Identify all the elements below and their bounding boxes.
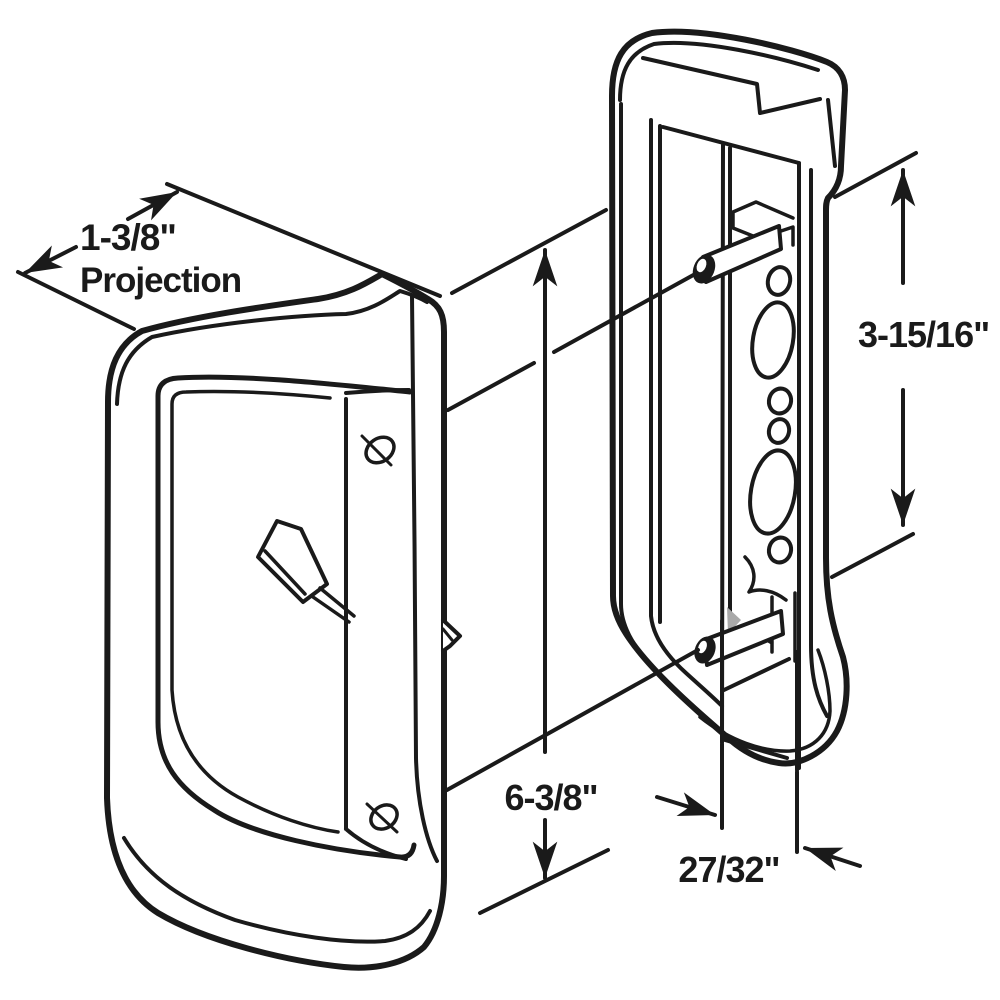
screw-bottom (365, 802, 399, 834)
plate-hole-small-3 (766, 417, 792, 445)
handle-bottom-band-line (122, 836, 432, 944)
handle-mount-strip-lines (344, 388, 411, 861)
handle-face-crease-line (410, 294, 439, 863)
projection-value-label: 1-3/8" (80, 217, 176, 258)
base-depth-arrow-right (803, 846, 862, 872)
latch-tab-outline (441, 618, 462, 653)
pin-spacing-label: 3-15/16" (858, 314, 989, 355)
lock-lever-stem (311, 586, 356, 624)
handle-recess-inner-lines (170, 389, 340, 834)
pin-spacing-extension-lines (830, 151, 918, 579)
plate-holes (748, 265, 798, 565)
top-pin (692, 200, 795, 284)
handle-height-label: 6-3/8" (504, 777, 597, 818)
projection-arrow-upper (126, 190, 179, 221)
projection-caption-label: Projection (80, 261, 241, 300)
base-depth-extension-ticks (720, 742, 799, 854)
plate-hole-small-1 (765, 265, 793, 297)
interior-handle (104, 271, 462, 971)
plate-wall-lines (619, 102, 726, 735)
plate-base-box-lines (720, 619, 799, 772)
latch-tab (441, 618, 462, 653)
screw-top (360, 434, 396, 467)
plate-hole-large-1 (750, 300, 796, 380)
projection-extension-lines (16, 182, 442, 331)
handle-height-extension-lines (450, 208, 610, 915)
dimension-base-depth: 27/32" (655, 742, 862, 890)
dimension-projection: 1-3/8" Projection (16, 182, 442, 331)
plate-cap-inner-lines (618, 40, 837, 168)
plate-hole-large-2 (748, 448, 798, 536)
pin-alignment-lines (445, 271, 700, 792)
dimension-pin-spacing: 3-15/16" (830, 151, 990, 579)
lock-lever-flag (256, 519, 329, 604)
latch-tab-inner-line (441, 627, 454, 642)
exterior-plate (609, 28, 850, 772)
lock-lever-fold-line (263, 549, 307, 596)
lock-lever (256, 519, 356, 624)
plate-hole-small-4 (766, 535, 794, 565)
plate-foot-inner-curve (698, 648, 832, 753)
shadow-patch (727, 607, 741, 634)
screw-top-slot (360, 434, 393, 467)
handle-top-band-line (115, 289, 429, 406)
bottom-pin-tip-hole (698, 640, 707, 654)
plate-scallop-contour (743, 555, 788, 602)
top-pin-tip-hole (696, 258, 707, 273)
base-depth-label: 27/32" (678, 849, 779, 890)
plate-face-lines (661, 125, 829, 770)
plate-hole-small-2 (766, 386, 794, 416)
dimension-handle-height: 6-3/8" (450, 208, 610, 915)
screw-bottom-slot (365, 802, 399, 834)
projection-arrow-lower (23, 245, 78, 275)
base-depth-arrow-left (655, 792, 717, 817)
